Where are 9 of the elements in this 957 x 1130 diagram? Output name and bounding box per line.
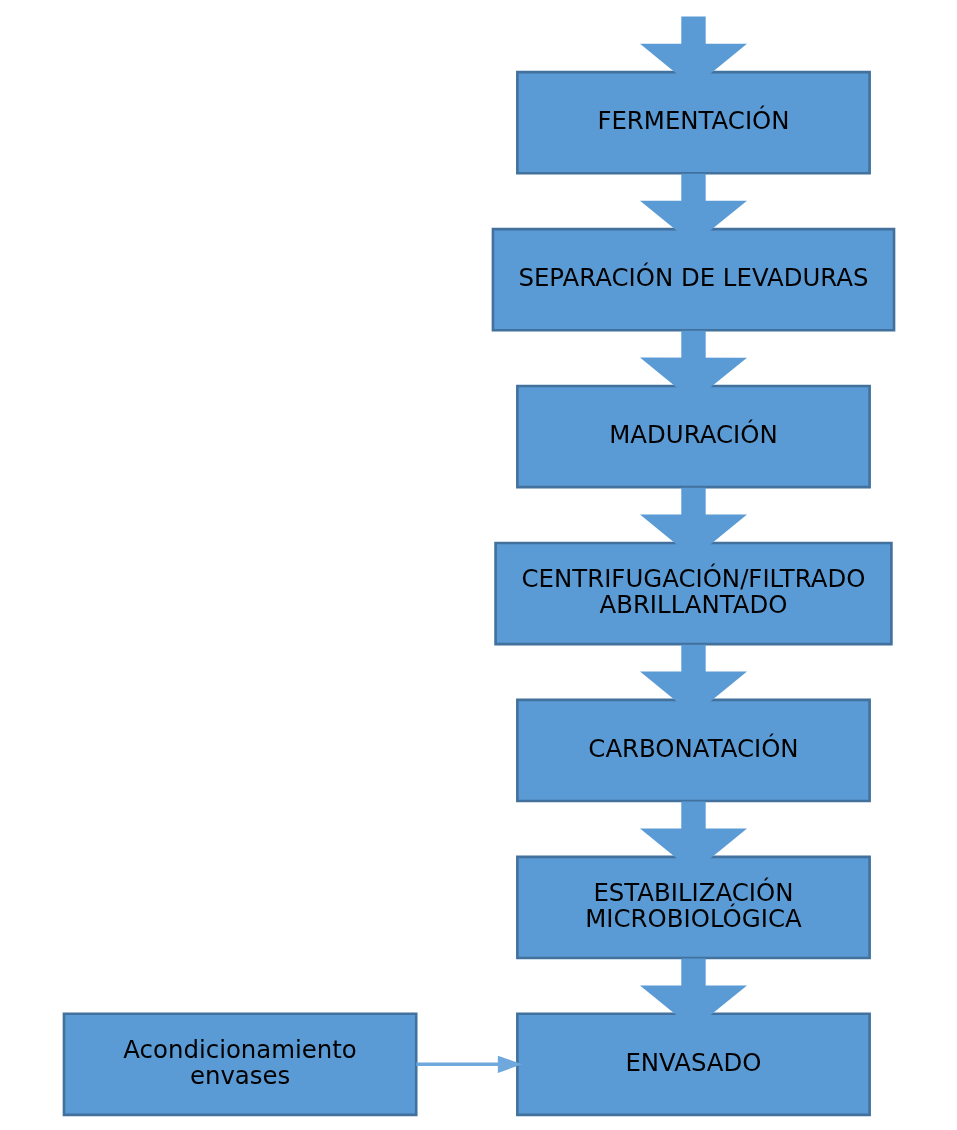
node-box: CENTRIFUGACIÓN/FILTRADO ABRILLANTADO <box>493 541 893 646</box>
node-box: CARBONATACIÓN <box>515 698 871 803</box>
arrow <box>415 1055 522 1073</box>
node-box: MADURACIÓN <box>515 384 871 489</box>
node-box: Acondicionamiento envases <box>62 1012 418 1117</box>
node-box: ESTABILIZACIÓN MICROBIOLÓGICA <box>515 855 871 960</box>
node-box: SEPARACIÓN DE LEVADURAS <box>491 227 895 332</box>
node-box: ENVASADO <box>515 1012 871 1117</box>
node-box: FERMENTACIÓN <box>515 70 871 175</box>
